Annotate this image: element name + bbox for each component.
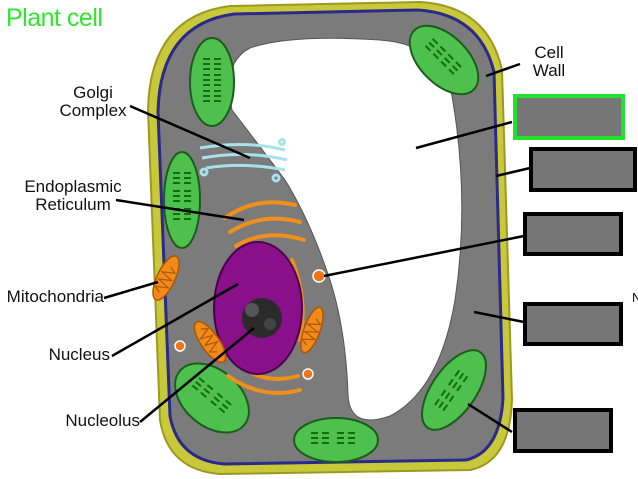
label-endoplasmic-reticulum: Endoplasmic Reticulum [12, 178, 134, 214]
chloroplast [408, 24, 480, 96]
chloroplast [189, 37, 235, 127]
label-golgi-line2: Complex [59, 101, 127, 120]
answer-box-cytoplasm[interactable] [523, 302, 623, 346]
label-er-line2: Reticulum [35, 195, 111, 214]
label-cell-wall-line1: Cell [534, 43, 564, 62]
answer-box-chloroplast[interactable] [513, 408, 613, 453]
label-mitochondria: Mitochondria [6, 287, 104, 306]
mitochondrion [300, 306, 324, 354]
diagram-title: Plant cell [6, 4, 103, 32]
answer-box-vesicle[interactable] [523, 212, 623, 256]
label-golgi-complex: Golgi Complex [50, 84, 136, 120]
edge-mark: N [632, 290, 638, 305]
label-nucleus: Nucleus [48, 345, 110, 364]
chloroplast [421, 349, 487, 431]
vesicle [312, 269, 326, 283]
label-golgi-line1: Golgi [73, 83, 113, 102]
mitochondrion [193, 320, 227, 364]
answer-box-cell-membrane[interactable] [529, 147, 637, 192]
vesicle [174, 340, 186, 352]
pointer-lines [103, 62, 531, 434]
nucleolus [242, 298, 282, 338]
label-cell-wall: Cell Wall [522, 44, 576, 80]
mitochondrion [152, 255, 180, 301]
chloroplast [293, 417, 379, 463]
label-nucleolus: Nucleolus [65, 411, 140, 430]
label-cell-wall-line2: Wall [532, 61, 566, 80]
chloroplast [163, 151, 201, 249]
golgi-complex [199, 138, 288, 183]
vesicle [302, 368, 314, 380]
label-er-line1: Endoplasmic [24, 177, 122, 196]
answer-box-vacuole[interactable] [513, 94, 625, 140]
